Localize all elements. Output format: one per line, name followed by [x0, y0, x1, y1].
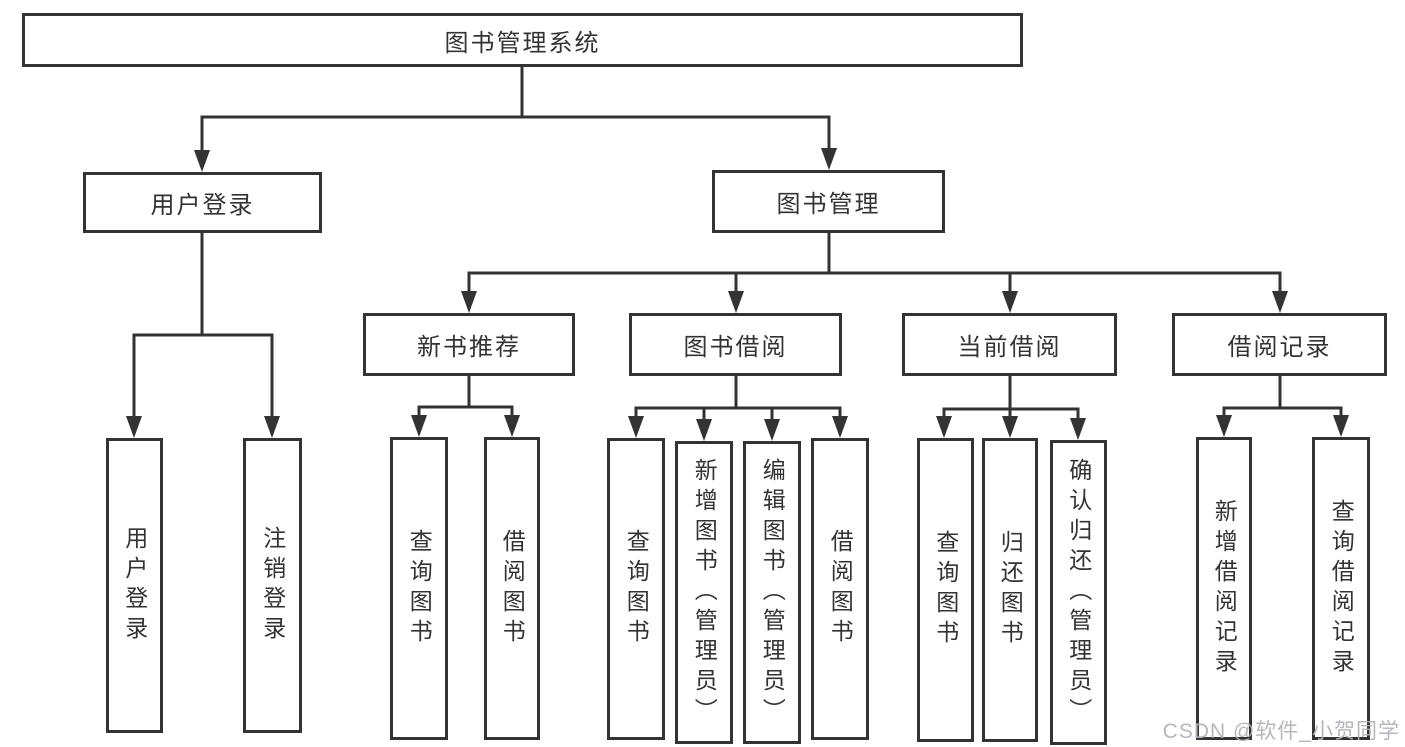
leaf-confirm-return-admin: 确认归还（管理员）	[1050, 440, 1107, 745]
connector-book-management-branch	[461, 233, 1288, 313]
leaf-return-book-label: 归还图书	[997, 530, 1024, 650]
leaf-edit-book-admin: 编辑图书（管理员）	[743, 441, 801, 744]
node-book-borrow: 图书借阅	[629, 313, 842, 376]
leaf-add-book-admin-label: 新增图书（管理员）	[691, 457, 718, 728]
node-user-login-label: 用户登录	[150, 192, 255, 219]
leaf-query-books-current-label: 查询图书	[932, 530, 959, 650]
leaf-logout: 注销登录	[243, 438, 302, 733]
leaf-add-book-admin: 新增图书（管理员）	[675, 441, 733, 744]
leaf-borrow-books-recommend-label: 借阅图书	[499, 528, 526, 649]
node-new-book-recommend: 新书推荐	[363, 313, 575, 376]
node-book-management: 图书管理	[712, 170, 945, 233]
node-new-book-recommend-label: 新书推荐	[417, 334, 521, 361]
node-root-system: 图书管理系统	[22, 13, 1023, 67]
node-borrow-records-label: 借阅记录	[1227, 334, 1332, 361]
leaf-borrow-books-label: 借阅图书	[827, 529, 854, 649]
leaf-borrow-books: 借阅图书	[811, 438, 869, 740]
leaf-user-login-label: 用户登录	[121, 525, 148, 646]
leaf-confirm-return-admin-label: 确认归还（管理员）	[1065, 457, 1092, 728]
node-book-borrow-label: 图书借阅	[683, 334, 788, 361]
node-current-borrow: 当前借阅	[902, 313, 1117, 376]
connector-root-to-level2	[194, 67, 837, 172]
leaf-query-books-borrow: 查询图书	[607, 438, 665, 740]
connector-user-login-branch	[126, 233, 280, 438]
node-borrow-records: 借阅记录	[1172, 313, 1387, 376]
leaf-user-login: 用户登录	[106, 438, 163, 733]
leaf-borrow-books-recommend: 借阅图书	[484, 437, 540, 740]
connector-book-borrow-branch	[628, 376, 848, 441]
leaf-query-books-current: 查询图书	[917, 438, 974, 742]
csdn-watermark: CSDN @软件_小贺同学	[1162, 720, 1400, 743]
node-root-label: 图书管理系统	[444, 29, 601, 57]
connector-borrow-record-branch	[1216, 376, 1349, 437]
leaf-query-books-recommend: 查询图书	[390, 437, 448, 740]
leaf-add-borrow-record-label: 新增借阅记录	[1211, 498, 1238, 679]
leaf-edit-book-admin-label: 编辑图书（管理员）	[759, 457, 786, 728]
leaf-logout-label: 注销登录	[259, 525, 286, 646]
leaf-query-borrow-record: 查询借阅记录	[1312, 437, 1370, 740]
leaf-query-books-recommend-label: 查询图书	[406, 528, 433, 649]
node-current-borrow-label: 当前借阅	[957, 334, 1062, 361]
leaf-query-borrow-record-label: 查询借阅记录	[1328, 498, 1355, 679]
node-user-login: 用户登录	[83, 172, 322, 233]
connector-new-book-branch	[411, 376, 520, 437]
node-book-management-label: 图书管理	[776, 191, 881, 218]
leaf-add-borrow-record: 新增借阅记录	[1196, 437, 1252, 740]
connector-current-borrow-branch	[936, 376, 1086, 440]
leaf-query-books-borrow-label: 查询图书	[623, 529, 650, 649]
leaf-return-book: 归还图书	[982, 438, 1038, 742]
